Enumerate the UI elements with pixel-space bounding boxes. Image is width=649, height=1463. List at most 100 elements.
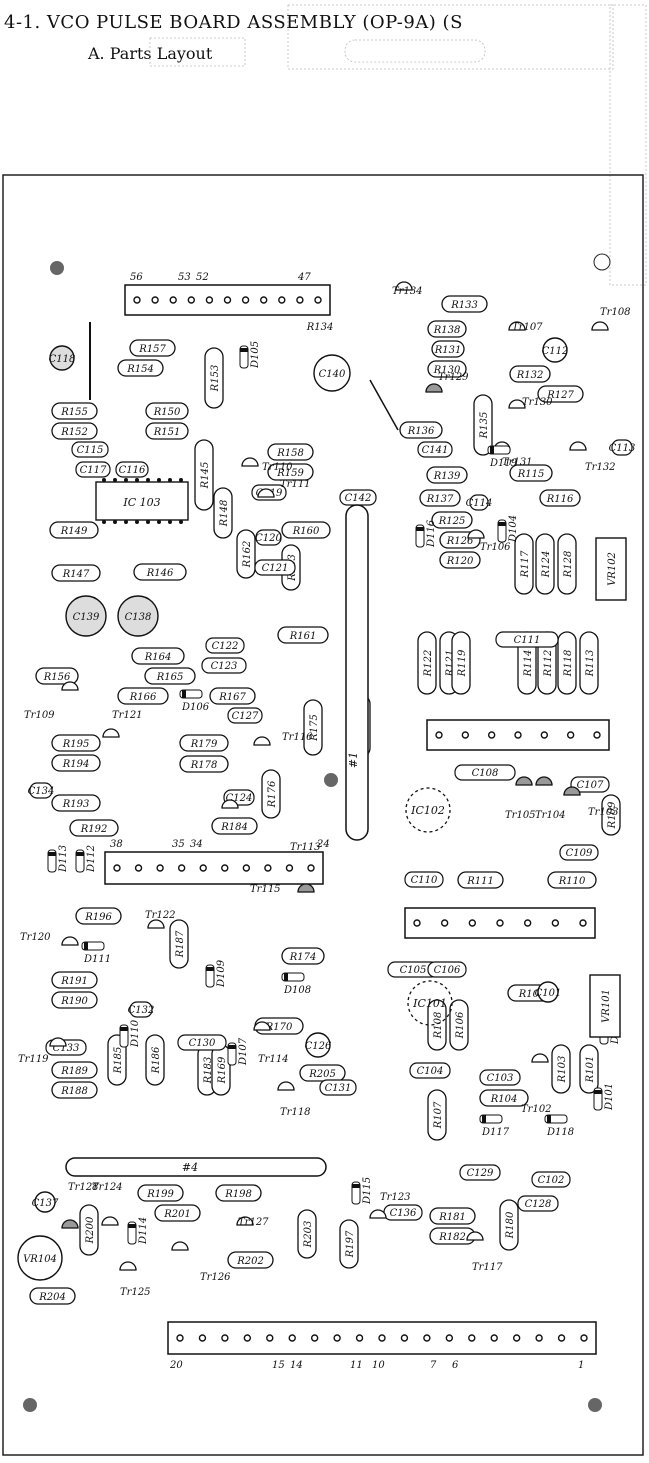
connector-pin-hole <box>285 864 294 872</box>
svg-text:R154: R154 <box>126 364 154 375</box>
connector-pin-number: 52 <box>196 272 209 283</box>
capacitor-c104: C104 <box>409 1062 451 1079</box>
connector-pin-hole <box>205 296 214 304</box>
svg-text:D108: D108 <box>283 985 311 996</box>
diode-d104: D104 <box>497 515 519 543</box>
svg-text:R160: R160 <box>292 526 320 537</box>
capacitor-c128: C128 <box>517 1195 559 1212</box>
diode-d112: D112 <box>75 845 97 873</box>
board-mark-4: #4 <box>182 1161 198 1174</box>
resistor-r191: R191 <box>51 971 98 989</box>
board-mark-1: #1 <box>347 752 360 768</box>
svg-text:C113: C113 <box>609 443 636 454</box>
resistor-r132: R132 <box>509 365 551 383</box>
svg-text:C122: C122 <box>212 641 239 652</box>
resistor-r150: R150 <box>145 402 189 420</box>
connector-pin-number: 15 <box>272 1360 285 1371</box>
resistor-r118: R118 <box>557 631 577 695</box>
svg-text:IC101: IC101 <box>412 997 447 1010</box>
svg-text:R170: R170 <box>265 1022 293 1033</box>
capacitor-c130: C130 <box>177 1034 227 1051</box>
connector-pin-hole <box>496 919 504 927</box>
svg-text:R196: R196 <box>84 912 112 923</box>
connector-pin-hole <box>223 296 232 304</box>
svg-text:R149: R149 <box>60 526 88 537</box>
connector-pin-hole <box>461 731 470 739</box>
transistor-tr107: Tr107 <box>508 321 543 333</box>
connector-pin-number: 7 <box>430 1360 437 1371</box>
connector-pin-hole <box>307 864 315 872</box>
transistor-tr117: Tr117 <box>466 1231 503 1273</box>
svg-text:Tr134: Tr134 <box>392 286 423 297</box>
svg-text:R108: R108 <box>433 1012 444 1040</box>
connector-pin-number: 24 <box>316 839 330 850</box>
svg-text:VR104: VR104 <box>23 1254 57 1265</box>
connector-pin-hole <box>540 731 549 739</box>
svg-text:Tr118: Tr118 <box>280 1107 311 1118</box>
svg-text:VR102: VR102 <box>607 552 618 586</box>
capacitor-c129: C129 <box>459 1164 501 1181</box>
svg-text:D109: D109 <box>216 959 227 988</box>
svg-text:R110: R110 <box>558 876 586 887</box>
svg-text:R181: R181 <box>438 1212 466 1223</box>
svg-text:D113: D113 <box>58 845 69 873</box>
svg-text:Tr117: Tr117 <box>472 1262 503 1273</box>
transistor-tr106: Tr106 <box>467 529 511 553</box>
transistor-tr130: Tr130 <box>508 397 553 409</box>
svg-text:R198: R198 <box>224 1189 252 1200</box>
diode-d115: D115 <box>351 1177 373 1205</box>
capacitor-c114: C114 <box>466 494 493 511</box>
capacitor-c115: C115 <box>71 441 109 458</box>
transistor-tr113: Tr113 <box>221 799 321 853</box>
resistor-r127: R127 <box>537 385 584 403</box>
resistor-r185: R185 <box>107 1034 127 1086</box>
resistor-r178: R178 <box>179 755 229 773</box>
connector-pin-hole <box>593 731 601 739</box>
svg-text:R120: R120 <box>446 556 474 567</box>
capacitor-c109: C109 <box>559 844 599 861</box>
connector-pin-hole <box>514 731 522 739</box>
resistor-r138: R138 <box>427 320 467 338</box>
svg-text:R122: R122 <box>423 650 434 678</box>
transistor-tr129: Tr129 <box>425 372 469 393</box>
capacitor-c117: C117 <box>75 461 111 478</box>
svg-text:C114: C114 <box>466 498 493 509</box>
connector-pin-hole <box>468 1334 476 1342</box>
connector-pin-hole <box>490 1334 498 1342</box>
transistor-tr103: Tr103 <box>563 786 619 818</box>
resistor-r111: R111 <box>457 871 504 889</box>
connector-strip <box>167 1321 597 1355</box>
connector-pin-hole <box>266 1334 274 1342</box>
svg-text:R166: R166 <box>129 692 157 703</box>
svg-text:C134: C134 <box>28 786 55 797</box>
svg-text:C128: C128 <box>525 1199 552 1210</box>
capacitor-c101: C101 <box>535 981 561 1003</box>
capacitor-c142: C142 <box>339 489 377 506</box>
connector-pin-hole <box>113 864 121 872</box>
svg-text:R150: R150 <box>153 407 181 418</box>
transistor-tr124: Tr124 <box>92 1182 123 1226</box>
resistor-r174: R174 <box>281 947 325 965</box>
resistor-r157: R157 <box>129 339 176 357</box>
transistor-tr115: Tr115 <box>250 883 315 895</box>
connector-pin-hole <box>579 919 587 927</box>
svg-text:C116: C116 <box>119 465 146 476</box>
svg-text:R147: R147 <box>62 569 90 580</box>
svg-text:D110: D110 <box>130 1019 141 1048</box>
svg-text:R124: R124 <box>541 551 552 579</box>
resistor-r162: R162 <box>236 529 256 579</box>
svg-text:Tr126: Tr126 <box>200 1272 231 1283</box>
trimmer-vr101: VR101 <box>589 974 621 1038</box>
resistor-r176: R176 <box>261 769 281 819</box>
transistor-tr105: Tr105 <box>505 776 536 821</box>
svg-text:Tr132: Tr132 <box>585 462 616 473</box>
connector-pin-hole <box>199 864 207 872</box>
svg-text:D117: D117 <box>481 1127 510 1138</box>
svg-text:R117: R117 <box>520 550 531 578</box>
capacitor-c108: C108 <box>454 764 516 781</box>
connector-pin-number: 53 <box>178 272 191 283</box>
svg-text:R127: R127 <box>546 390 574 401</box>
svg-text:R136: R136 <box>407 426 435 437</box>
svg-text:C139: C139 <box>73 612 100 623</box>
